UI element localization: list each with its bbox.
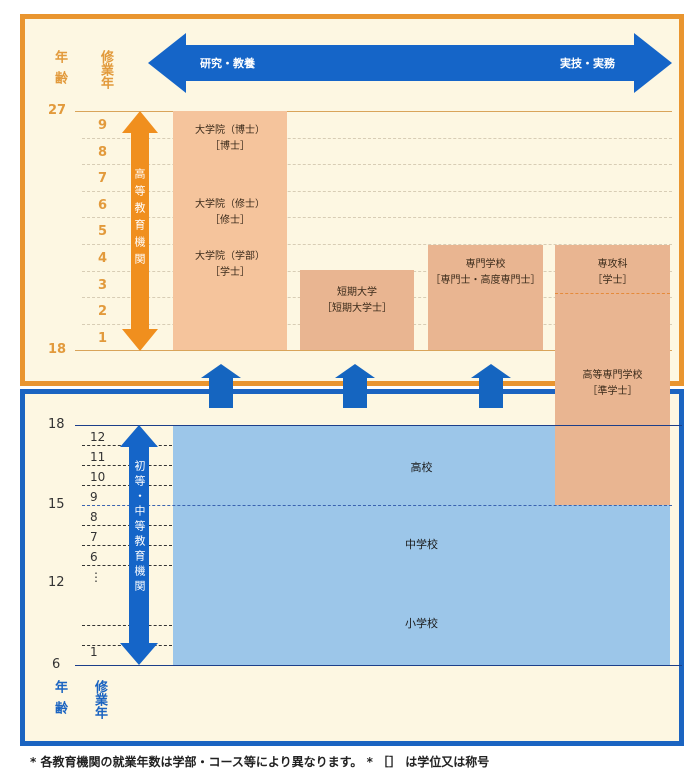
- up-arrow-3: [471, 364, 511, 408]
- research-practice-arrow: [148, 33, 672, 93]
- year-label: 7: [90, 530, 98, 544]
- age-12: 12: [48, 575, 65, 590]
- year-label: 3: [98, 277, 108, 293]
- age-label-bottom: 年齢: [52, 680, 67, 722]
- grid-line: [82, 525, 172, 526]
- up-arrow-2: [335, 364, 375, 408]
- phd-label: 大学院（博士）: [195, 125, 265, 136]
- year-label: 6: [90, 550, 98, 564]
- year-label: 10: [90, 470, 106, 484]
- technology-college-degree: ［準学士］: [587, 386, 638, 397]
- year-label: 9: [90, 490, 98, 504]
- primary-secondary-label: 初等・中等教育機関: [133, 460, 146, 595]
- technology-college-label: 高等専門学校: [582, 370, 643, 381]
- year-label: 9: [98, 118, 108, 133]
- technology-college-extension: [555, 425, 670, 505]
- year-label: 12: [90, 430, 106, 444]
- age-18: 18: [48, 342, 67, 357]
- year-label: 4: [98, 251, 108, 266]
- year-label: ⋮: [90, 570, 102, 584]
- graduate-school-box: 大学院（博士） ［博士］ 大学院（修士） ［修士］ 大学院（学部） ［学士］: [173, 111, 287, 350]
- footnote: * 各教育機関の就業年数は学部・コース等により異なります。 * ［］ は学位又は…: [30, 755, 490, 769]
- primary-secondary-arrow: [120, 425, 158, 665]
- age-6: 6: [52, 657, 61, 672]
- vocational-school-label: 専門学校: [465, 259, 506, 270]
- phd-degree: ［博士］: [210, 141, 250, 152]
- grid-line: [82, 465, 172, 466]
- grid-line: [82, 217, 672, 219]
- grid-line: [82, 137, 672, 139]
- age-6-line: [75, 665, 682, 666]
- undergrad-label: 大学院（学部）: [195, 251, 265, 262]
- years-label-bottom: 修業年: [92, 680, 107, 719]
- age-27-line: [75, 111, 672, 112]
- age-15: 15: [48, 497, 65, 512]
- age-27: 27: [48, 103, 67, 118]
- junior-college-degree: ［短期大学士］: [322, 303, 392, 314]
- higher-education-label: 高等教育機関: [133, 168, 146, 270]
- vocational-school-box: 専門学校 ［専門士・高度専門士］: [428, 245, 543, 350]
- grid-line: [82, 164, 672, 166]
- divider: [555, 293, 670, 294]
- bachelor-degree: ［学士］: [210, 267, 250, 278]
- master-degree: ［修士］: [210, 215, 250, 226]
- age-18-line: [75, 350, 672, 351]
- practice-label: 実技・実務: [560, 57, 615, 70]
- high-school-label: 高校: [410, 461, 433, 474]
- vocational-school-degree: ［専門士・高度専門士］: [430, 275, 541, 286]
- advanced-course-degree: ［学士］: [592, 275, 633, 286]
- higher-education-arrow: [122, 111, 158, 351]
- year-label: 8: [90, 510, 98, 524]
- research-label: 研究・教養: [200, 57, 255, 70]
- master-label: 大学院（修士）: [195, 199, 265, 210]
- advanced-course-label: 専攻科: [597, 259, 628, 270]
- age-18-line-lower: [75, 425, 682, 426]
- grid-line: [82, 565, 172, 566]
- grid-line: [82, 625, 172, 626]
- age-label: 年齢: [52, 50, 67, 92]
- year-label: 8: [98, 144, 108, 160]
- year-label: 5: [98, 224, 108, 240]
- years-label: 修業年: [98, 50, 113, 89]
- elementary-label: 小学校: [405, 617, 438, 630]
- year-label: 1: [90, 645, 98, 659]
- up-arrow-1: [201, 364, 241, 408]
- year-label: 11: [90, 450, 106, 464]
- year-label: 7: [98, 171, 108, 187]
- year-label: 6: [98, 197, 108, 213]
- junior-college-label: 短期大学: [337, 287, 377, 298]
- grid-line: [82, 505, 672, 506]
- grid-line: [82, 545, 172, 546]
- year-label: 2: [98, 304, 108, 320]
- junior-high-label: 中学校: [405, 538, 438, 551]
- grid-line: [82, 190, 672, 192]
- grid-line: [82, 485, 172, 486]
- grid-line: [82, 244, 672, 245]
- age-18-lower: 18: [48, 417, 65, 432]
- year-label: 1: [98, 330, 108, 346]
- junior-college-box: 短期大学 ［短期大学士］: [300, 270, 414, 350]
